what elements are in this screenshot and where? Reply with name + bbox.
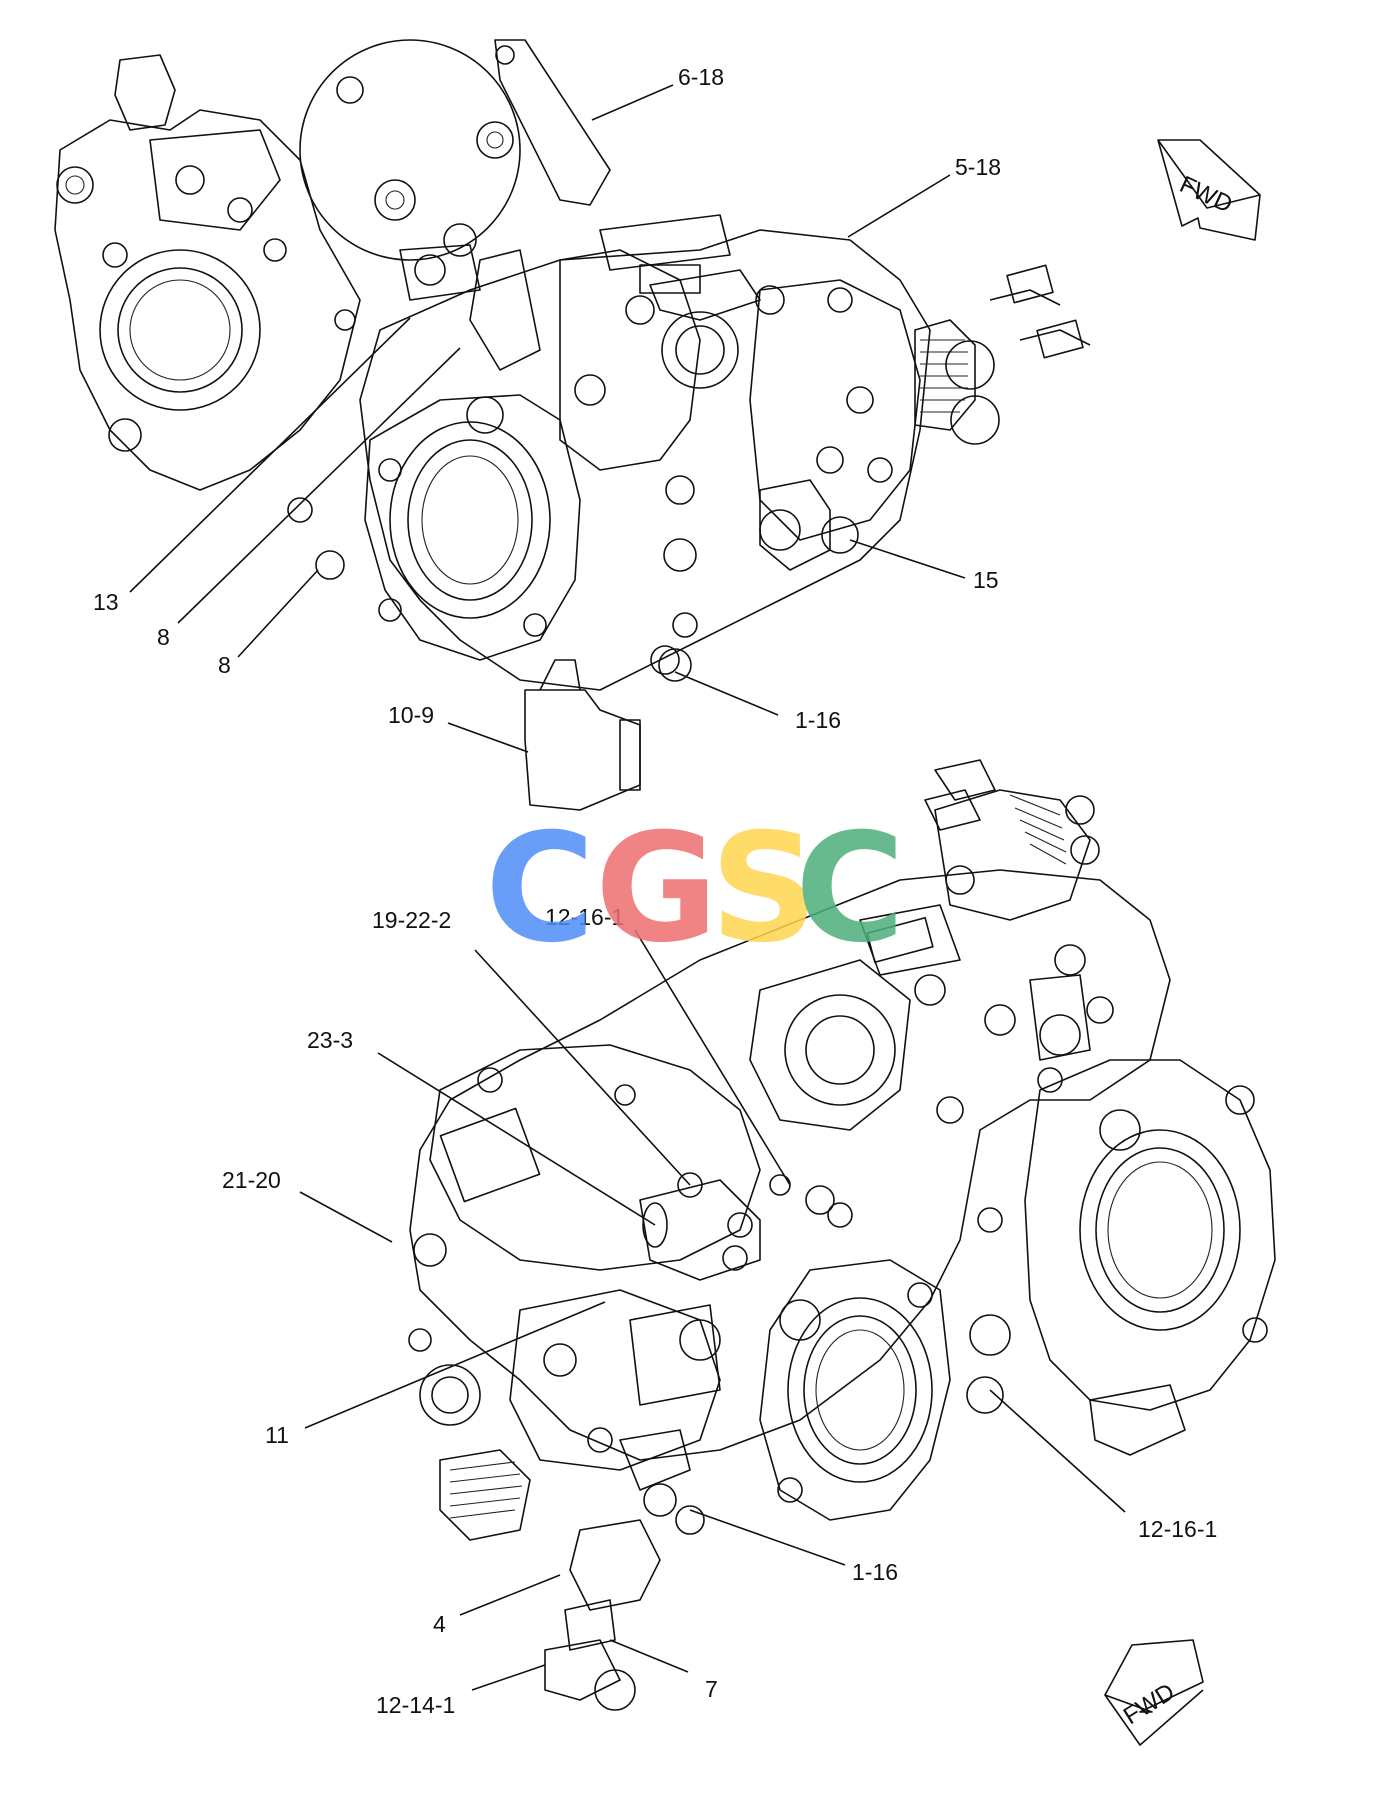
callout-21-20: 21-20	[222, 1167, 281, 1193]
leader-4	[459, 1574, 561, 1616]
leader-21-20	[299, 1191, 393, 1243]
leader-23-3	[377, 1052, 656, 1226]
callout-5-18: 5-18	[955, 154, 1001, 180]
leader-7	[609, 1639, 689, 1673]
top-pump-assembly	[54, 39, 1091, 811]
leader-5-18	[847, 174, 951, 238]
fwd-arrow-bottom: FWD	[1104, 1639, 1204, 1746]
leader-10-9	[447, 722, 529, 753]
callout-labels: 6-18 5-18 13 8 8 15 1-16 10-9 19-22-2 12…	[93, 64, 1217, 1718]
callout-1-16b: 1-16	[852, 1559, 898, 1585]
leader-8a	[177, 347, 461, 624]
bottom-pump-assembly	[408, 759, 1276, 1711]
callout-10-9: 10-9	[388, 702, 434, 728]
watermark-letter-c2: C	[795, 802, 905, 976]
leader-1-16b	[689, 1509, 846, 1566]
leader-12-16-1a	[634, 929, 791, 1186]
watermark-letter-c1: C	[485, 802, 595, 976]
leader-11	[304, 1301, 606, 1429]
callout-4: 4	[433, 1611, 446, 1637]
leader-13	[129, 317, 411, 593]
watermark-letter-g: G	[595, 802, 718, 976]
leader-12-14-1	[471, 1664, 546, 1691]
callout-7: 7	[705, 1676, 718, 1702]
callout-11: 11	[265, 1422, 289, 1448]
fwd-arrow-top: FWD	[1157, 139, 1261, 241]
leader-15	[849, 539, 966, 579]
callout-8b: 8	[218, 652, 231, 678]
callout-23-3: 23-3	[307, 1027, 353, 1053]
watermark-letter-s: S	[710, 802, 818, 976]
callout-15: 15	[973, 567, 999, 593]
fwd-label-bottom: FWD	[1119, 1678, 1180, 1730]
leader-19-22-2	[474, 949, 691, 1186]
leader-12-16-1b	[989, 1389, 1126, 1513]
leader-8b	[237, 569, 319, 658]
leader-6-18	[591, 84, 674, 121]
callout-8a: 8	[157, 624, 170, 650]
callout-12-14-1: 12-14-1	[376, 1692, 455, 1718]
cgsc-watermark: C G S C	[485, 802, 905, 976]
callout-12-16-1a: 12-16-1	[545, 904, 624, 930]
callout-1-16a: 1-16	[795, 707, 841, 733]
leader-1-16a	[674, 671, 779, 716]
callout-6-18: 6-18	[678, 64, 724, 90]
leader-lines	[129, 84, 1126, 1691]
fwd-label-top: FWD	[1175, 171, 1236, 219]
callout-12-16-1b: 12-16-1	[1138, 1516, 1217, 1542]
callout-13: 13	[93, 589, 119, 615]
callout-19-22-2: 19-22-2	[372, 907, 451, 933]
